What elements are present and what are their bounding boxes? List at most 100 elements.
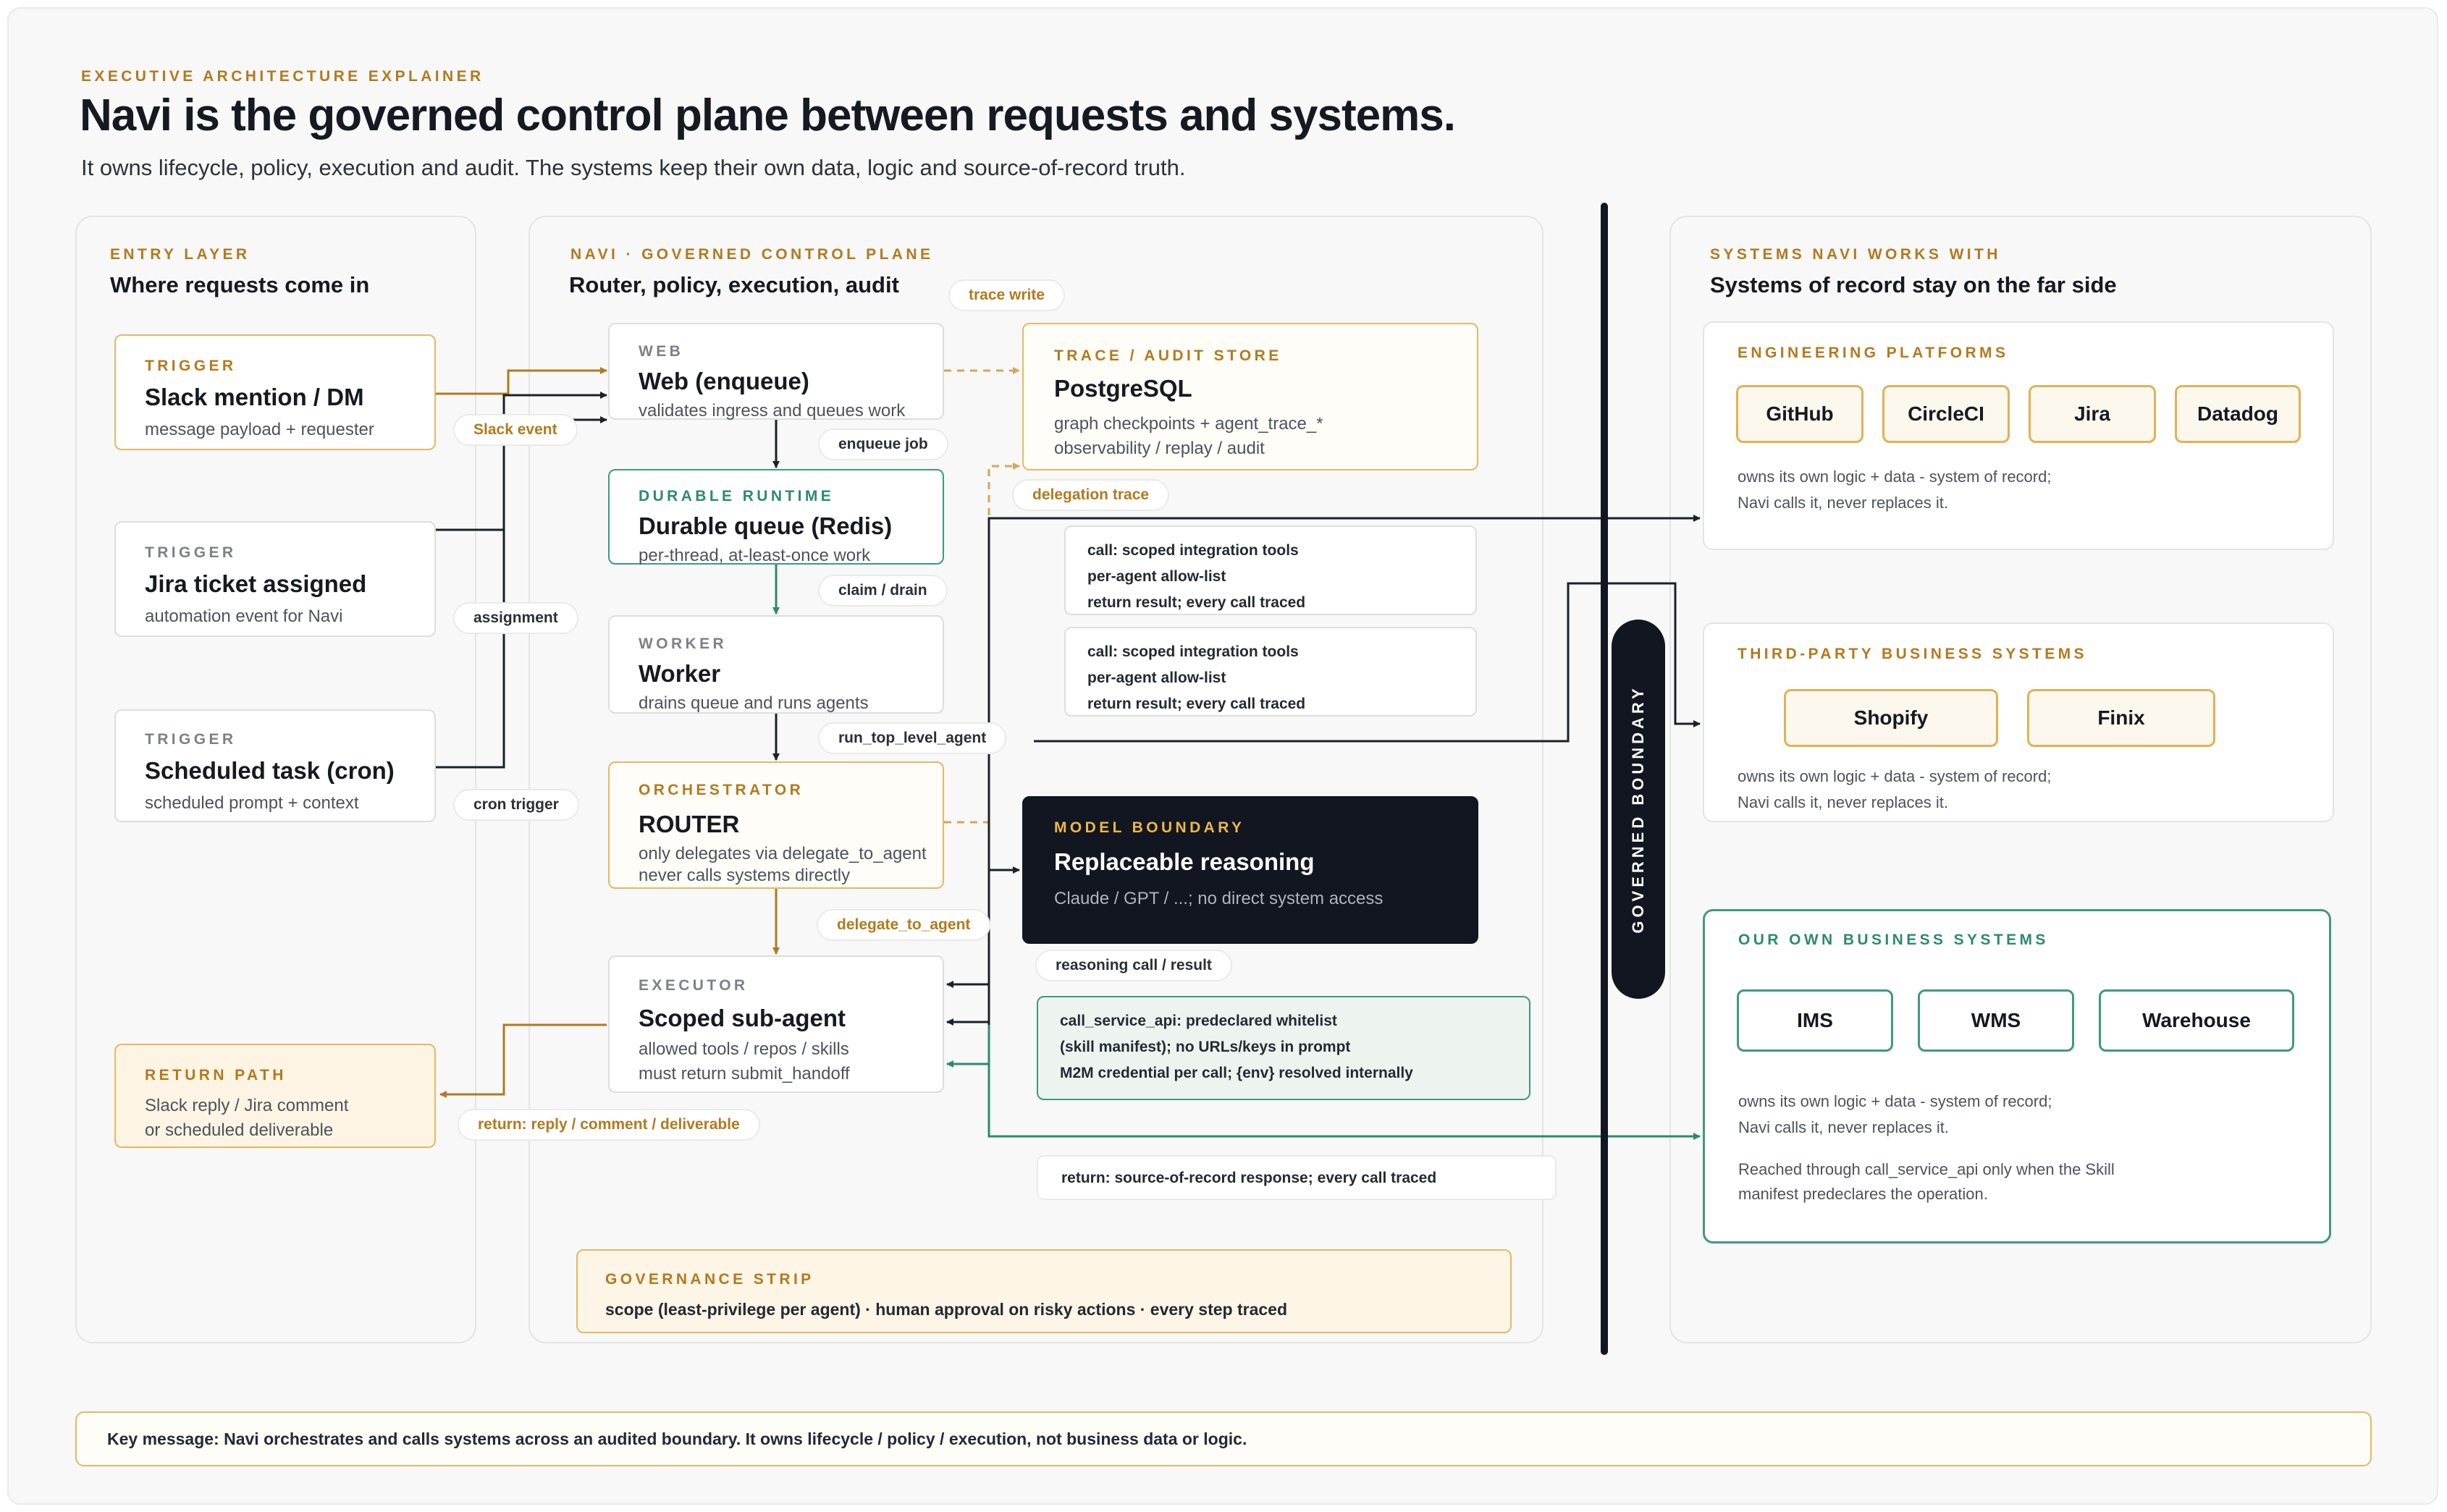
systems-heading: Systems of record stay on the far side [1710, 272, 2117, 297]
service-api-card: call_service_api: predeclared whitelist … [1037, 996, 1530, 1100]
durable-queue-card[interactable]: DURABLE RUNTIME Durable queue (Redis) pe… [608, 469, 944, 565]
return-path-card: RETURN PATH Slack reply / Jira comment o… [114, 1044, 436, 1148]
section-note-1: owns its own logic + data - system of re… [1738, 1092, 2052, 1110]
key-message-bar: Key message: Navi orchestrates and calls… [75, 1411, 2372, 1466]
card-title: Scoped sub-agent [639, 1005, 846, 1031]
audit-store-card[interactable]: TRACE / AUDIT STORE PostgreSQL graph che… [1022, 323, 1478, 470]
trigger-title: Slack mention / DM [145, 384, 364, 410]
card-title: Durable queue (Redis) [639, 512, 893, 539]
edge-label-delegate-to-agent: delegate_to_agent [817, 909, 991, 941]
return-eyebrow: RETURN PATH [145, 1067, 287, 1084]
section-note-2: Navi calls it, never replaces it. [1738, 494, 1948, 512]
edge-label-trace-write: trace write [948, 279, 1066, 311]
card-desc: per-thread, at-least-once work [639, 546, 871, 565]
trigger-title: Jira ticket assigned [145, 570, 367, 597]
own-systems-section: OUR OWN BUSINESS SYSTEMS IMS WMS Warehou… [1703, 909, 2331, 1243]
card-desc-1: only delegates via delegate_to_agent [639, 844, 927, 863]
api-line3: M2M credential per call; {env} resolved … [1060, 1065, 1413, 1081]
call-line1: call: scoped integration tools [1087, 542, 1299, 559]
trigger-slack-card[interactable]: TRIGGER Slack mention / DM message paylo… [114, 334, 436, 450]
governed-boundary-label: GOVERNED BOUNDARY [1629, 685, 1647, 934]
engineering-platforms-section: ENGINEERING PLATFORMS GitHub CircleCI Ji… [1703, 321, 2334, 550]
return-line1: Slack reply / Jira comment [145, 1096, 349, 1115]
governed-boundary-badge: GOVERNED BOUNDARY [1612, 620, 1665, 999]
trigger-desc: message payload + requester [145, 420, 374, 439]
card-desc: validates ingress and queues work [639, 401, 906, 421]
scoped-call-card-2: call: scoped integration tools per-agent… [1064, 627, 1477, 717]
trigger-desc: automation event for Navi [145, 607, 343, 626]
card-eyebrow: WEB [639, 343, 684, 360]
system-ims[interactable]: IMS [1737, 989, 1893, 1052]
section-note-1: owns its own logic + data - system of re… [1738, 468, 2052, 486]
system-wms[interactable]: WMS [1918, 989, 2074, 1052]
card-eyebrow: TRACE / AUDIT STORE [1054, 347, 1282, 364]
trigger-eyebrow: TRIGGER [145, 544, 237, 561]
card-eyebrow: EXECUTOR [639, 977, 749, 994]
call-line1: call: scoped integration tools [1087, 643, 1299, 660]
system-github[interactable]: GitHub [1736, 385, 1863, 443]
call-line2: per-agent allow-list [1087, 568, 1226, 585]
trigger-title: Scheduled task (cron) [145, 757, 395, 784]
card-desc: Claude / GPT / ...; no direct system acc… [1054, 889, 1383, 908]
card-desc-1: graph checkpoints + agent_trace_* [1054, 414, 1323, 434]
system-warehouse[interactable]: Warehouse [2099, 989, 2294, 1052]
trigger-jira-card[interactable]: TRIGGER Jira ticket assigned automation … [114, 521, 436, 637]
card-eyebrow: MODEL BOUNDARY [1054, 819, 1245, 836]
section-note-3: Reached through call_service_api only wh… [1738, 1160, 2115, 1178]
system-finix[interactable]: Finix [2027, 689, 2215, 747]
section-note-4: manifest predeclares the operation. [1738, 1185, 1988, 1203]
edge-label-assignment: assignment [453, 602, 578, 634]
card-desc-2: observability / replay / audit [1054, 439, 1265, 458]
scoped-call-card-1: call: scoped integration tools per-agent… [1064, 525, 1477, 615]
page-title: Navi is the governed control plane betwe… [80, 90, 1456, 140]
section-note-2: Navi calls it, never replaces it. [1738, 793, 1948, 811]
section-eyebrow: OUR OWN BUSINESS SYSTEMS [1738, 932, 2049, 948]
card-title: Worker [639, 660, 721, 687]
model-boundary-card[interactable]: MODEL BOUNDARY Replaceable reasoning Cla… [1022, 796, 1478, 944]
edge-label-return: return: reply / comment / deliverable [458, 1109, 760, 1141]
system-jira[interactable]: Jira [2029, 385, 2156, 443]
card-eyebrow: WORKER [639, 635, 728, 652]
card-title: Web (enqueue) [639, 368, 809, 394]
card-desc: drains queue and runs agents [639, 693, 869, 713]
trigger-eyebrow: TRIGGER [145, 358, 237, 374]
system-circleci[interactable]: CircleCI [1882, 385, 2010, 443]
card-title: ROUTER [639, 811, 740, 837]
edge-label-cron-trigger: cron trigger [453, 789, 579, 821]
edge-label-claim-drain: claim / drain [818, 575, 948, 607]
plane-heading: Router, policy, execution, audit [569, 272, 899, 297]
worker-card[interactable]: WORKER Worker drains queue and runs agen… [608, 615, 944, 714]
trigger-desc: scheduled prompt + context [145, 793, 359, 813]
edge-label-enqueue-job: enqueue job [818, 428, 948, 460]
governance-strip: GOVERNANCE STRIP scope (least-privilege … [576, 1249, 1512, 1333]
trigger-eyebrow: TRIGGER [145, 731, 237, 748]
governance-eyebrow: GOVERNANCE STRIP [605, 1271, 814, 1288]
edge-label-run-top-level-agent: run_top_level_agent [818, 722, 1007, 754]
router-card[interactable]: ORCHESTRATOR ROUTER only delegates via d… [608, 761, 944, 889]
card-title: Replaceable reasoning [1054, 848, 1315, 875]
edge-label-slack-event: Slack event [453, 414, 578, 446]
governance-text: scope (least-privilege per agent) · huma… [605, 1300, 1288, 1319]
card-eyebrow: DURABLE RUNTIME [639, 488, 835, 504]
card-eyebrow: ORCHESTRATOR [639, 782, 804, 798]
section-note-2: Navi calls it, never replaces it. [1738, 1118, 1949, 1136]
api-line1: call_service_api: predeclared whitelist [1060, 1013, 1337, 1029]
source-return-label: return: source-of-record response; every… [1037, 1155, 1557, 1200]
governed-boundary-line [1601, 203, 1608, 1355]
call-line3: return result; every call traced [1087, 696, 1306, 712]
system-datadog[interactable]: Datadog [2175, 385, 2301, 443]
api-line2: (skill manifest); no URLs/keys in prompt [1060, 1039, 1351, 1055]
executor-card[interactable]: EXECUTOR Scoped sub-agent allowed tools … [608, 955, 944, 1093]
section-eyebrow: THIRD-PARTY BUSINESS SYSTEMS [1738, 646, 2087, 662]
source-return-text: return: source-of-record response; every… [1061, 1170, 1437, 1186]
return-line2: or scheduled deliverable [145, 1120, 334, 1140]
card-desc-2: never calls systems directly [639, 866, 851, 885]
third-party-section: THIRD-PARTY BUSINESS SYSTEMS Shopify Fin… [1703, 622, 2334, 822]
trigger-cron-card[interactable]: TRIGGER Scheduled task (cron) scheduled … [114, 709, 436, 822]
system-shopify[interactable]: Shopify [1784, 689, 1998, 747]
card-desc-1: allowed tools / repos / skills [639, 1039, 849, 1059]
web-enqueue-card[interactable]: WEB Web (enqueue) validates ingress and … [608, 323, 944, 421]
key-message-text: Key message: Navi orchestrates and calls… [107, 1429, 1247, 1448]
plane-eyebrow: NAVI · GOVERNED CONTROL PLANE [570, 246, 934, 263]
header-eyebrow: EXECUTIVE ARCHITECTURE EXPLAINER [81, 68, 484, 85]
